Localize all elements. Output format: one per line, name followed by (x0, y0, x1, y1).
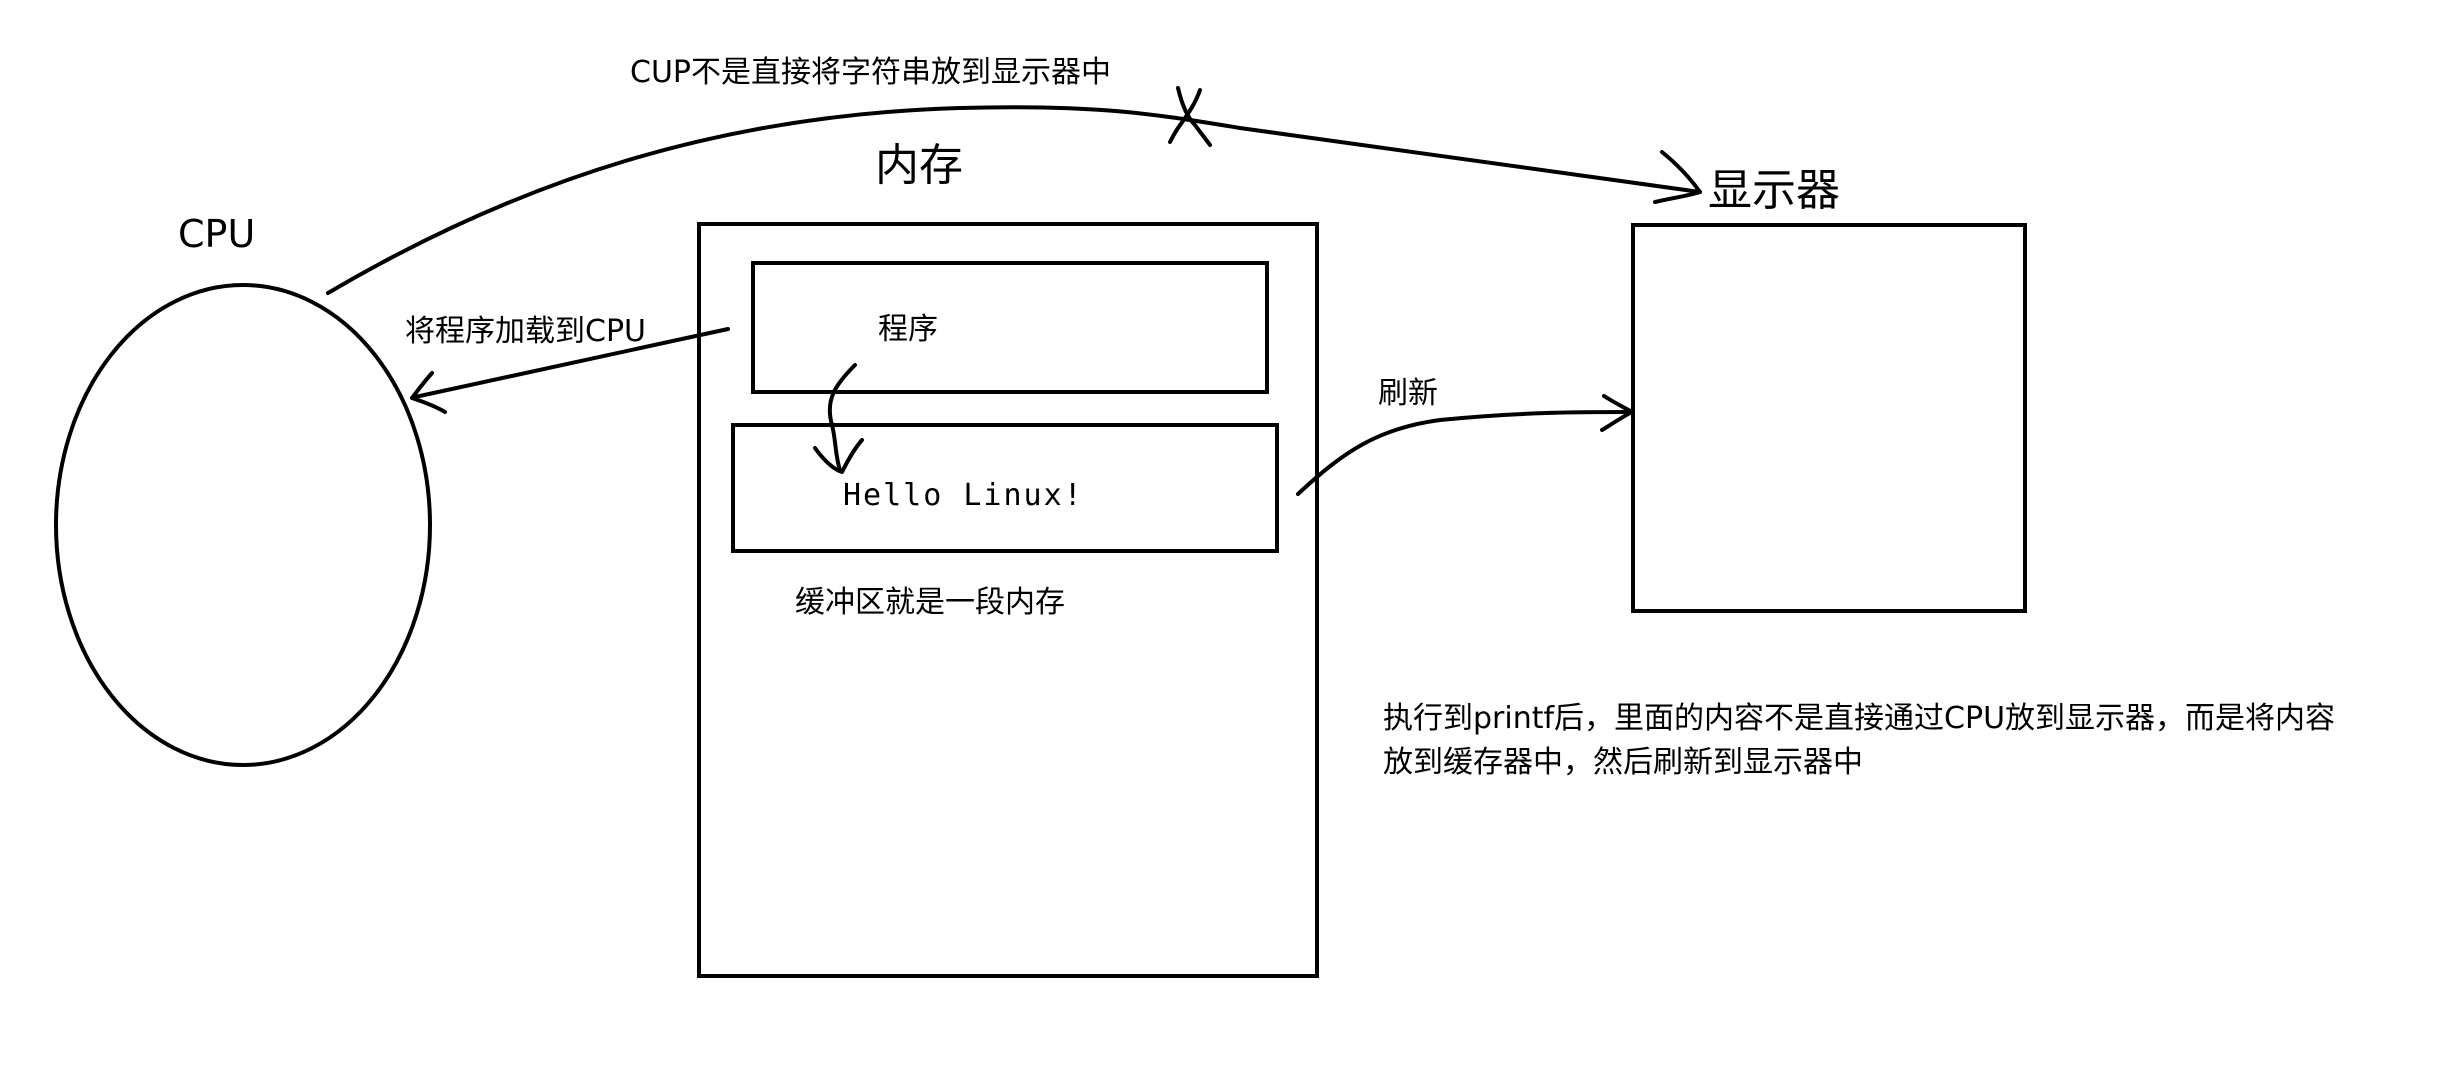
buffer-content-text: Hello Linux! (843, 478, 1084, 513)
memory-label: 内存 (875, 140, 963, 191)
cross-mark-stroke-1 (1176, 86, 1212, 147)
cross-mark-stroke-2 (1168, 88, 1202, 144)
load-arrow-label: 将程序加载到CPU (405, 314, 646, 349)
cpu-ellipse (54, 283, 432, 767)
buffer-note: 缓冲区就是一段内存 (795, 585, 1065, 620)
explanation-line-2: 放到缓存器中，然后刷新到显示器中 (1383, 745, 1863, 780)
load-to-cpu-arrow (410, 327, 730, 414)
cpu-to-display-arrowhead (1653, 150, 1702, 204)
memory-box (697, 222, 1319, 978)
refresh-line (1296, 410, 1632, 496)
program-to-buffer-line (827, 363, 857, 472)
cpu-label: CPU (178, 212, 255, 256)
display-box (1631, 223, 2027, 613)
program-to-buffer-arrow (813, 363, 864, 474)
direct-note: CUP不是直接将字符串放到显示器中 (630, 55, 1111, 90)
refresh-arrowhead (1600, 394, 1634, 432)
program-label: 程序 (878, 312, 938, 347)
program-to-buffer-arrowhead (813, 438, 864, 474)
buffer-box (731, 423, 1279, 553)
cpu-to-display-crossed-arrow (326, 86, 1702, 295)
load-to-cpu-arrowhead (410, 371, 447, 414)
load-to-cpu-line (413, 327, 730, 399)
program-box (751, 261, 1269, 394)
display-label: 显示器 (1708, 165, 1840, 216)
refresh-arrow-label: 刷新 (1378, 376, 1438, 411)
explanation-line-1: 执行到printf后，里面的内容不是直接通过CPU放到显示器，而是将内容 (1383, 701, 2335, 736)
refresh-arrow (1296, 394, 1634, 496)
cpu-to-display-line (326, 105, 1702, 295)
